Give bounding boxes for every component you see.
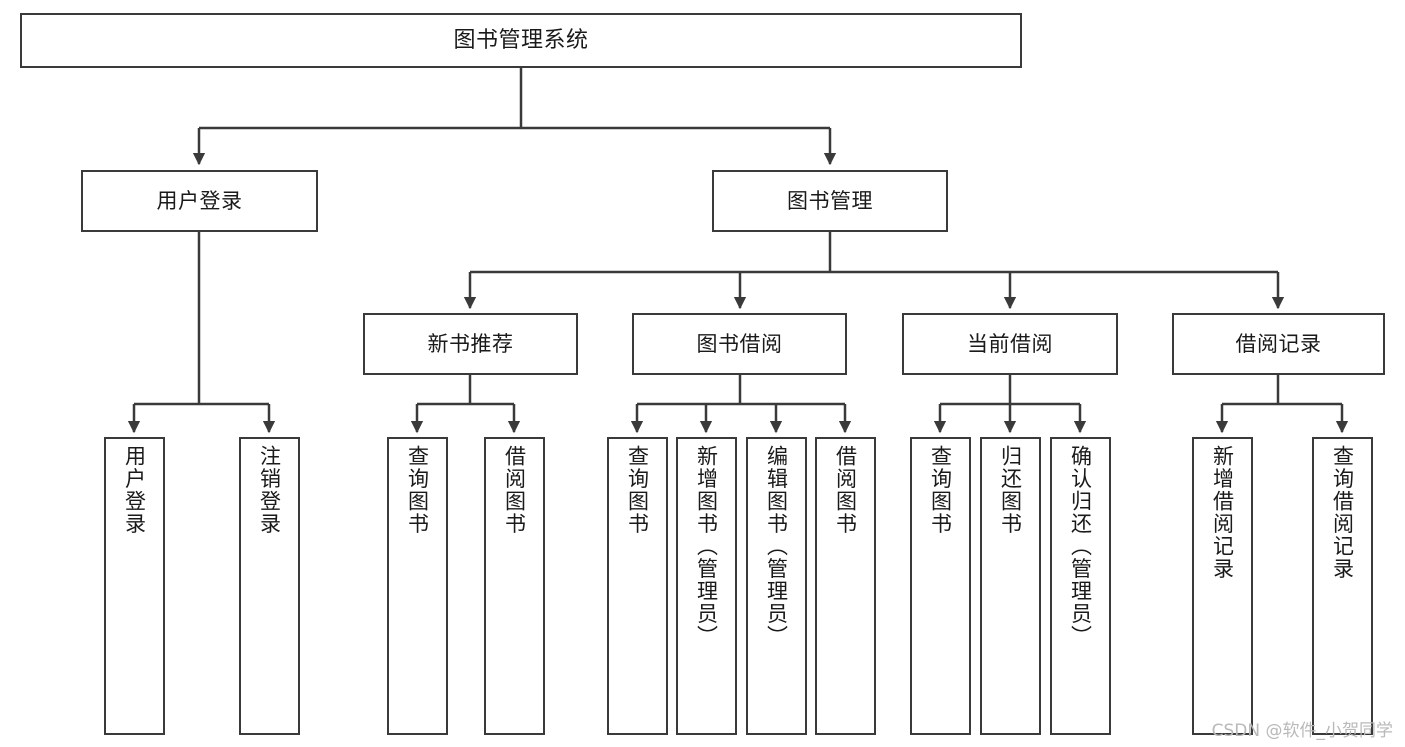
node-leaf-confirm-return[interactable]: 确认归还（管理员） <box>1050 437 1111 735</box>
node-leaf-add-book[interactable]: 新增图书（管理员） <box>676 437 737 735</box>
node-leaf-user-login[interactable]: 用户登录 <box>104 437 165 735</box>
node-leaf-add-record[interactable]: 新增借阅记录 <box>1192 437 1253 735</box>
node-user-login-label: 用户登录 <box>156 188 243 213</box>
node-leaf-edit-book-label: 编辑图书（管理员） <box>764 445 789 648</box>
node-leaf-logout-login-label: 注销登录 <box>257 445 282 535</box>
node-leaf-add-record-label: 新增借阅记录 <box>1210 445 1235 580</box>
node-user-login[interactable]: 用户登录 <box>81 170 318 232</box>
node-leaf-user-login-label: 用户登录 <box>122 445 147 535</box>
node-leaf-query-book-2-label: 查询图书 <box>625 445 650 535</box>
node-book-manage[interactable]: 图书管理 <box>712 170 948 232</box>
node-leaf-borrow-book-1-label: 借阅图书 <box>502 445 527 535</box>
node-leaf-query-book-2[interactable]: 查询图书 <box>607 437 668 735</box>
node-new-book-recommend[interactable]: 新书推荐 <box>363 313 578 375</box>
node-leaf-query-record[interactable]: 查询借阅记录 <box>1312 437 1373 735</box>
watermark: CSDN @软件_小贺同学 <box>1211 721 1393 741</box>
node-leaf-borrow-book-1[interactable]: 借阅图书 <box>484 437 545 735</box>
node-leaf-confirm-return-label: 确认归还（管理员） <box>1068 445 1093 648</box>
node-book-borrow-label: 图书借阅 <box>696 331 783 356</box>
node-leaf-add-book-label: 新增图书（管理员） <box>694 445 719 648</box>
node-leaf-query-book-1[interactable]: 查询图书 <box>387 437 448 735</box>
node-leaf-borrow-book-2[interactable]: 借阅图书 <box>815 437 876 735</box>
node-borrow-record-label: 借阅记录 <box>1235 331 1322 356</box>
node-new-book-recommend-label: 新书推荐 <box>427 331 514 356</box>
node-leaf-edit-book[interactable]: 编辑图书（管理员） <box>746 437 807 735</box>
node-leaf-return-book-label: 归还图书 <box>998 445 1023 535</box>
node-leaf-borrow-book-2-label: 借阅图书 <box>833 445 858 535</box>
node-borrow-record[interactable]: 借阅记录 <box>1172 313 1385 375</box>
node-leaf-query-record-label: 查询借阅记录 <box>1330 445 1355 580</box>
node-current-borrow-label: 当前借阅 <box>967 331 1053 356</box>
node-book-borrow[interactable]: 图书借阅 <box>632 313 847 375</box>
node-leaf-logout-login[interactable]: 注销登录 <box>239 437 300 735</box>
node-leaf-query-book-3-label: 查询图书 <box>928 445 953 535</box>
node-root-label: 图书管理系统 <box>453 27 589 53</box>
node-leaf-return-book[interactable]: 归还图书 <box>980 437 1041 735</box>
node-root[interactable]: 图书管理系统 <box>20 13 1022 68</box>
node-leaf-query-book-1-label: 查询图书 <box>405 445 430 535</box>
node-book-manage-label: 图书管理 <box>787 188 873 213</box>
node-leaf-query-book-3[interactable]: 查询图书 <box>910 437 971 735</box>
node-current-borrow[interactable]: 当前借阅 <box>902 313 1118 375</box>
